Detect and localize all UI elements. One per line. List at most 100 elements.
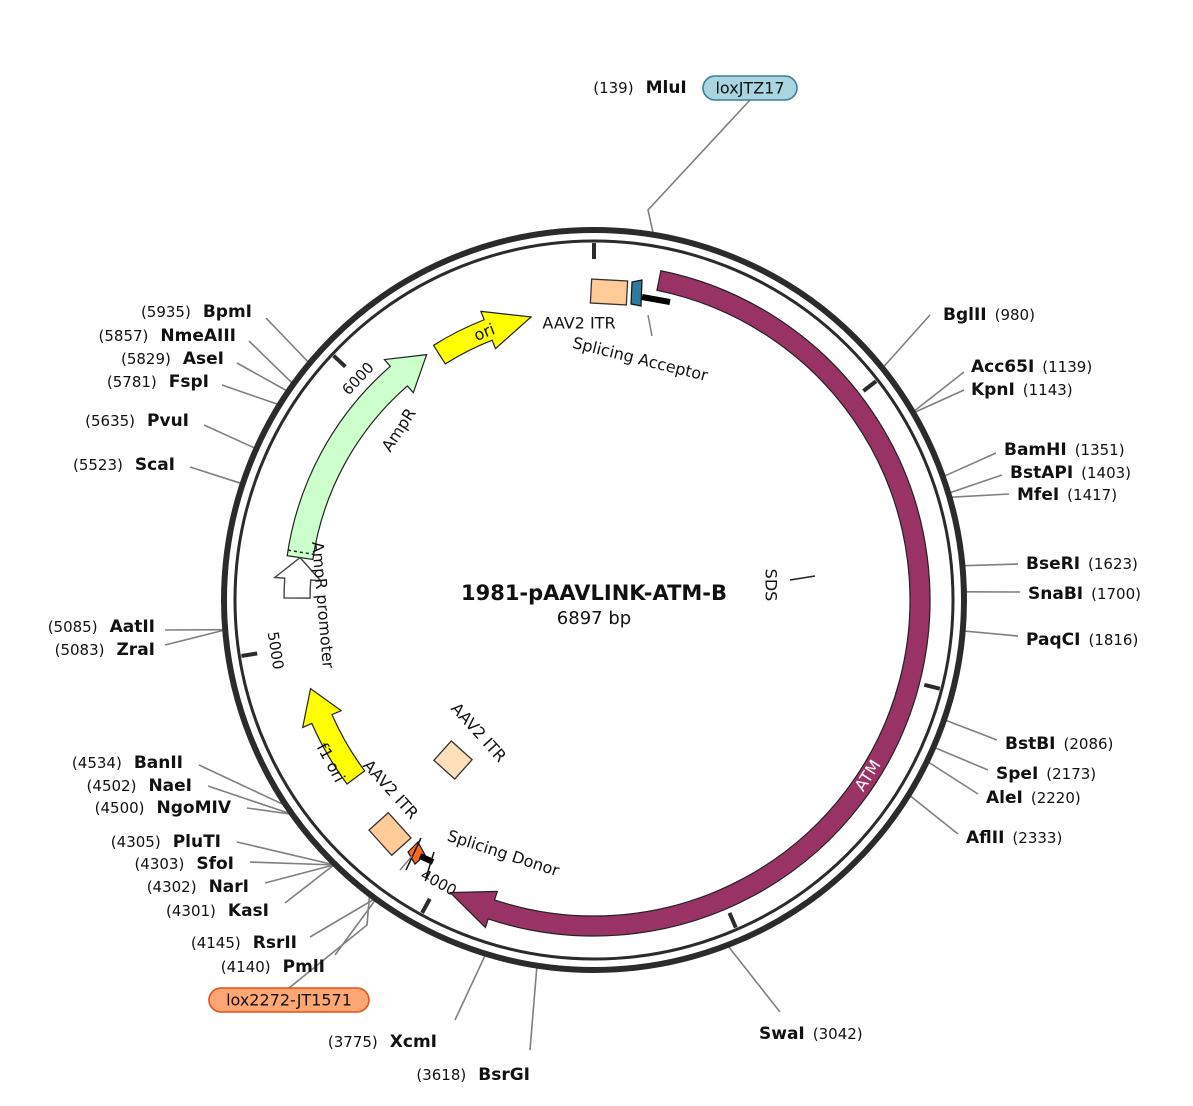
site-position: (3775) [328,1033,378,1051]
site-position: (139) [593,79,633,97]
loxjtz17-pill [702,75,798,101]
site-lead-kpni [914,389,965,413]
site-lead-pvui [203,424,255,449]
site-position: (1700) [1091,585,1141,603]
backbone-inner-ring [233,239,955,961]
site-label-asei: (5829)AseI [121,349,224,369]
site-position: (2173) [1046,765,1096,783]
site-name: PaqCI [1026,630,1080,650]
site-name: BpmI [203,302,252,322]
site-label-nmeaiii: (5857) NmeAIII [99,326,237,346]
site-position: (2220) [1031,789,1081,807]
site-lead-mfei [951,493,1010,499]
lox2272-pill [208,987,370,1013]
site-lead-bstapi [949,474,1003,494]
site-position: (5857) [99,327,149,345]
site-label-spei: SpeI (2173) [996,764,1096,784]
itr-top-label: AAV2 ITR [542,314,615,333]
site-lead-scai [189,466,242,485]
site-label-pluti: (4305) PluTI [111,832,221,852]
site-name: NmeAIII [160,326,236,346]
site-name: XcmI [390,1032,437,1052]
site-name: RsrII [253,933,297,953]
site-lead-bamhi [944,452,997,477]
splicing-donor-label: Splicing Donor [445,826,562,880]
site-name: NgoMIV [157,798,232,818]
site-label-bamhi: BamHI(1351) [1004,440,1125,460]
site-position: (4303) [134,855,184,873]
site-lead-rsrii [309,898,374,938]
ampr-arrow [286,353,428,561]
tick-3 [727,912,738,929]
ampr-promoter-arrow [272,556,323,599]
site-lead-acc65i [913,371,965,412]
site-label-bpmi: (5935) BpmI [141,302,252,322]
site-position: (5085) [48,618,98,636]
loxjtz17-text: loxJTZ17 [715,79,784,98]
site-lead-nmeaiii [248,340,293,384]
site-lead-bsrgi [529,967,538,1051]
ampr-promoter-junction [287,549,314,556]
site-lead-bglii [883,314,931,368]
site-label-kpni: KpnI(1143) [971,380,1073,400]
site-name: NaeI [148,776,192,796]
site-label-scai: (5523)ScaI [73,455,175,475]
site-label-rsrii: (4145) RsrII [191,933,297,953]
site-lead-naei [207,785,290,815]
site-lead-nari [264,864,334,884]
site-lead-fspi [221,384,278,406]
site-name: AflII [966,828,1004,848]
site-name: AseI [183,349,224,369]
site-position: (5935) [141,303,191,321]
site-position: (1143) [1023,381,1073,399]
site-lead-swai [728,946,781,1013]
site-name: SfoI [196,854,234,874]
site-name: AleI [986,788,1023,808]
site-label-bglii: BglII(980) [943,305,1035,325]
site-lead-bseri [964,563,1019,567]
site-lead-spei [935,747,989,771]
site-label-snabi: SnaBI (1700) [1028,584,1141,604]
site-position: (4145) [191,934,241,952]
splicing-donor-edge [425,851,435,879]
site-lead-zrai [164,629,224,646]
splicing-donor-lead [399,855,413,871]
site-name: BsrGI [478,1065,530,1085]
site-name: BstBI [1005,734,1056,754]
site-labels: (139)MluIBglII(980)Acc65I(1139)KpnI(1143… [48,75,1141,1085]
site-label-banii: (4534) BanII [72,753,183,773]
site-label-swai: SwaI(3042) [759,1024,863,1044]
site-name: SpeI [996,764,1038,784]
site-name: SnaBI [1028,584,1083,604]
site-label-zrai: (5083)ZraI [55,640,155,660]
site-label-fspi: (5781)FspI [107,372,209,392]
tick-label: 5000 [264,630,288,671]
site-position: (1623) [1088,555,1138,573]
backbone [221,227,967,973]
site-label-sfoi: (4303) SfoI [134,854,234,874]
site-label-paqci: PaqCI (1816) [1026,630,1138,650]
plasmid-size: 6897 bp [557,608,631,629]
site-lead-pluti [236,841,333,866]
site-position: (4534) [72,754,122,772]
site-lead-aflii [909,795,959,835]
lox2272-lead [288,896,371,989]
splicing-acceptor-lead [647,314,653,337]
lox2272-edge [405,837,422,871]
site-position: (4500) [95,799,145,817]
site-position: (4140) [221,958,271,976]
tick-1 [862,379,878,393]
tick-6 [332,354,347,369]
site-name: BanII [134,753,183,773]
site-name: PluTI [173,832,221,852]
site-lead-banii [198,764,284,806]
site-position: (4305) [111,833,161,851]
site-position: (2333) [1012,829,1062,847]
site-position: (1139) [1042,358,1092,376]
itr-bottom-box [368,811,412,857]
site-name: ScaI [135,455,175,475]
itr-top-box [589,278,629,306]
site-position: (1816) [1088,631,1138,649]
site-label-aflii: AflII (2333) [966,828,1062,848]
